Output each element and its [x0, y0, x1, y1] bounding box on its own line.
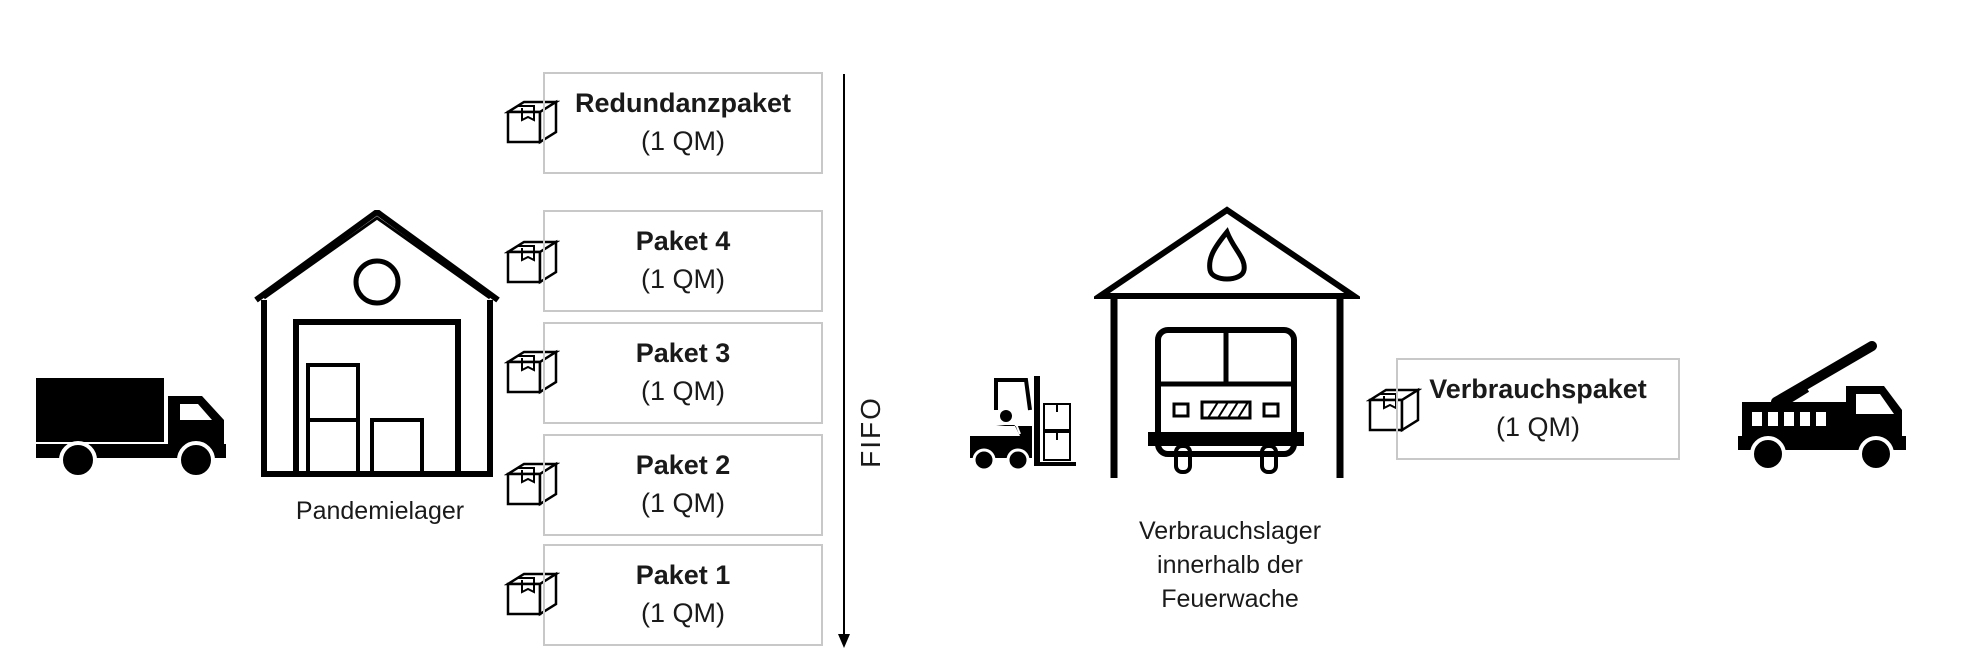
package-name: Paket 4	[635, 226, 731, 256]
truck-icon	[36, 378, 226, 479]
package-box-4: Paket 4 (1 QM)	[543, 210, 823, 312]
package-name: Verbrauchspaket	[1429, 374, 1647, 404]
package-quantity: (1 QM)	[641, 598, 725, 628]
fire-station-label-line: innerhalb der	[1157, 551, 1303, 579]
package-box-2: Paket 2 (1 QM)	[543, 434, 823, 536]
fire-station-label-line: Feuerwache	[1161, 585, 1299, 613]
package-box-1: Paket 1 (1 QM)	[543, 544, 823, 646]
fire-station-label-line: Verbrauchslager	[1138, 517, 1322, 545]
package-box-redundancy: Redundanzpaket (1 QM)	[543, 72, 823, 174]
package-name: Redundanzpaket	[574, 88, 792, 118]
consumption-package-box: Verbrauchspaket (1 QM)	[1396, 358, 1680, 460]
package-quantity: (1 QM)	[641, 264, 725, 294]
package-name: Paket 1	[635, 560, 731, 590]
warehouse-icon	[254, 210, 500, 477]
package-name: Paket 2	[635, 450, 731, 480]
fire-station-icon	[1094, 206, 1360, 478]
fire-truck-icon	[1738, 341, 1906, 472]
fifo-label: FIFO	[855, 396, 886, 468]
package-quantity: (1 QM)	[641, 376, 725, 406]
package-quantity: (1 QM)	[641, 488, 725, 518]
arrow-down-icon	[838, 74, 850, 648]
pandemic-warehouse-label: Pandemielager	[295, 497, 465, 525]
fire-station-label: Verbrauchslager innerhalb der Feuerwache	[1100, 514, 1360, 616]
forklift-icon	[970, 376, 1076, 472]
package-quantity: (1 QM)	[1496, 412, 1580, 442]
package-name: Paket 3	[635, 338, 731, 368]
package-quantity: (1 QM)	[641, 126, 725, 156]
package-box-3: Paket 3 (1 QM)	[543, 322, 823, 424]
